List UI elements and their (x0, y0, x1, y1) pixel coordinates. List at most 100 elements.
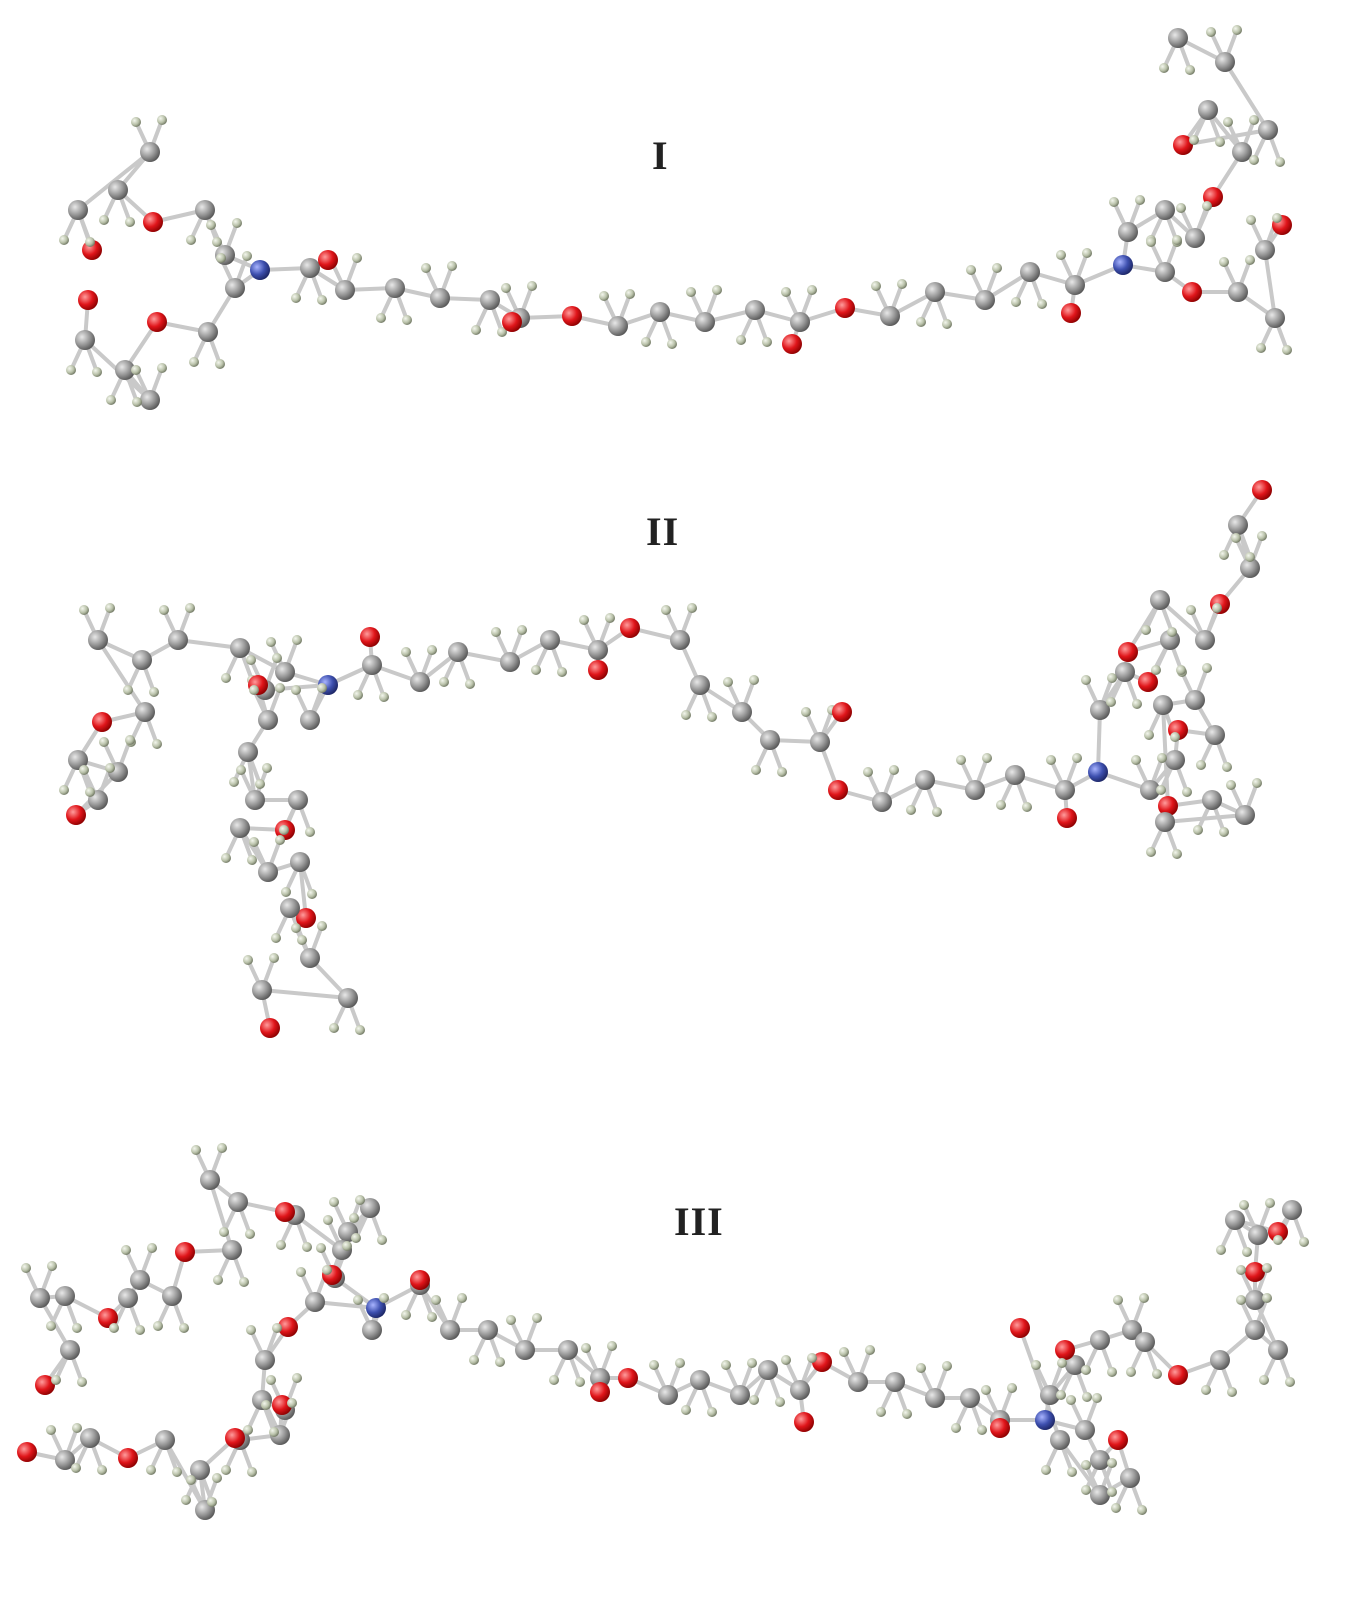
atom-o (35, 1375, 55, 1395)
atom-c (88, 630, 108, 650)
atom-c (55, 1450, 75, 1470)
atom-h (135, 1325, 145, 1335)
atom-o (360, 627, 380, 647)
atom-h (687, 603, 697, 613)
bond (1158, 598, 1207, 642)
atom-h (152, 739, 162, 749)
atom-c (885, 1372, 905, 1392)
atom-h (266, 637, 276, 647)
atom-h (297, 935, 307, 945)
atom-h (317, 921, 327, 931)
atom-h (897, 279, 907, 289)
atom-h (255, 779, 265, 789)
atom-c (1202, 790, 1222, 810)
atom-c (288, 790, 308, 810)
atom-c (760, 730, 780, 750)
atom-c (732, 702, 752, 722)
atom-c (960, 1388, 980, 1408)
atom-h (317, 683, 327, 693)
atom-h (749, 1395, 759, 1405)
atom-h (527, 281, 537, 291)
atom-h (212, 1473, 222, 1483)
atom-h (807, 1353, 817, 1363)
atom-h (686, 287, 696, 297)
atom-h (906, 805, 916, 815)
atom-o (92, 712, 112, 732)
atom-h (46, 1425, 56, 1435)
atom-c (410, 672, 430, 692)
atom-h (457, 1293, 467, 1303)
atom-h (1156, 785, 1166, 795)
atom-h (316, 1243, 326, 1253)
atom-h (801, 707, 811, 717)
atom-h (723, 677, 733, 687)
bond (260, 988, 350, 1000)
atom-c (1118, 222, 1138, 242)
atom-o (225, 1428, 245, 1448)
atom-h (401, 647, 411, 657)
atom-c (1240, 558, 1260, 578)
bond (1263, 248, 1277, 320)
atom-h (1239, 1200, 1249, 1210)
atom-c (790, 312, 810, 332)
atom-h (207, 1497, 217, 1507)
atom-h (471, 325, 481, 335)
atom-c (1090, 1485, 1110, 1505)
atom-c (290, 852, 310, 872)
atom-o (1182, 282, 1202, 302)
atom-c (228, 1192, 248, 1212)
atom-h (1185, 65, 1195, 75)
atom-h (871, 281, 881, 291)
atom-c (500, 652, 520, 672)
atom-h (1245, 552, 1255, 562)
atom-h (902, 1409, 912, 1419)
atom-h (1126, 1367, 1136, 1377)
atom-h (191, 1145, 201, 1155)
atom-h (147, 1243, 157, 1253)
atom-h (1159, 63, 1169, 73)
atom-h (232, 218, 242, 228)
atom-c (135, 702, 155, 722)
atom-h (667, 339, 677, 349)
atom-c (1040, 1385, 1060, 1405)
atom-h (1176, 203, 1186, 213)
atom-h (1196, 760, 1206, 770)
atom-h (1067, 1467, 1077, 1477)
atom-h (186, 235, 196, 245)
atom-h (1256, 343, 1266, 353)
atom-h (379, 1293, 389, 1303)
atom-c (155, 1430, 175, 1450)
atom-h (302, 1242, 312, 1252)
atom-c (275, 662, 295, 682)
atom-o (1061, 303, 1081, 323)
atom-h (85, 237, 95, 247)
bond (96, 638, 147, 714)
atom-c (440, 1320, 460, 1340)
atom-h (206, 220, 216, 230)
atom-h (992, 263, 1002, 273)
atom-o (1245, 1262, 1265, 1282)
atom-h (131, 365, 141, 375)
atom-c (168, 630, 188, 650)
atom-h (1137, 1505, 1147, 1515)
atom-h (1072, 753, 1082, 763)
atom-n (1113, 255, 1133, 275)
atom-c (1215, 52, 1235, 72)
atom-h (219, 1227, 229, 1237)
atom-h (932, 807, 942, 817)
atom-c (480, 290, 500, 310)
atom-c (252, 980, 272, 1000)
atom-h (1262, 1293, 1272, 1303)
atom-h (279, 825, 289, 835)
bond (1223, 60, 1270, 132)
atom-c (650, 302, 670, 322)
atom-c (1005, 765, 1025, 785)
atom-h (1222, 762, 1232, 772)
atom-h (579, 615, 589, 625)
atom-h (46, 1321, 56, 1331)
atom-h (966, 265, 976, 275)
panel-label-3: III (674, 1199, 724, 1244)
atom-h (916, 1363, 926, 1373)
atom-h (1219, 550, 1229, 560)
atom-c (1120, 1468, 1140, 1488)
